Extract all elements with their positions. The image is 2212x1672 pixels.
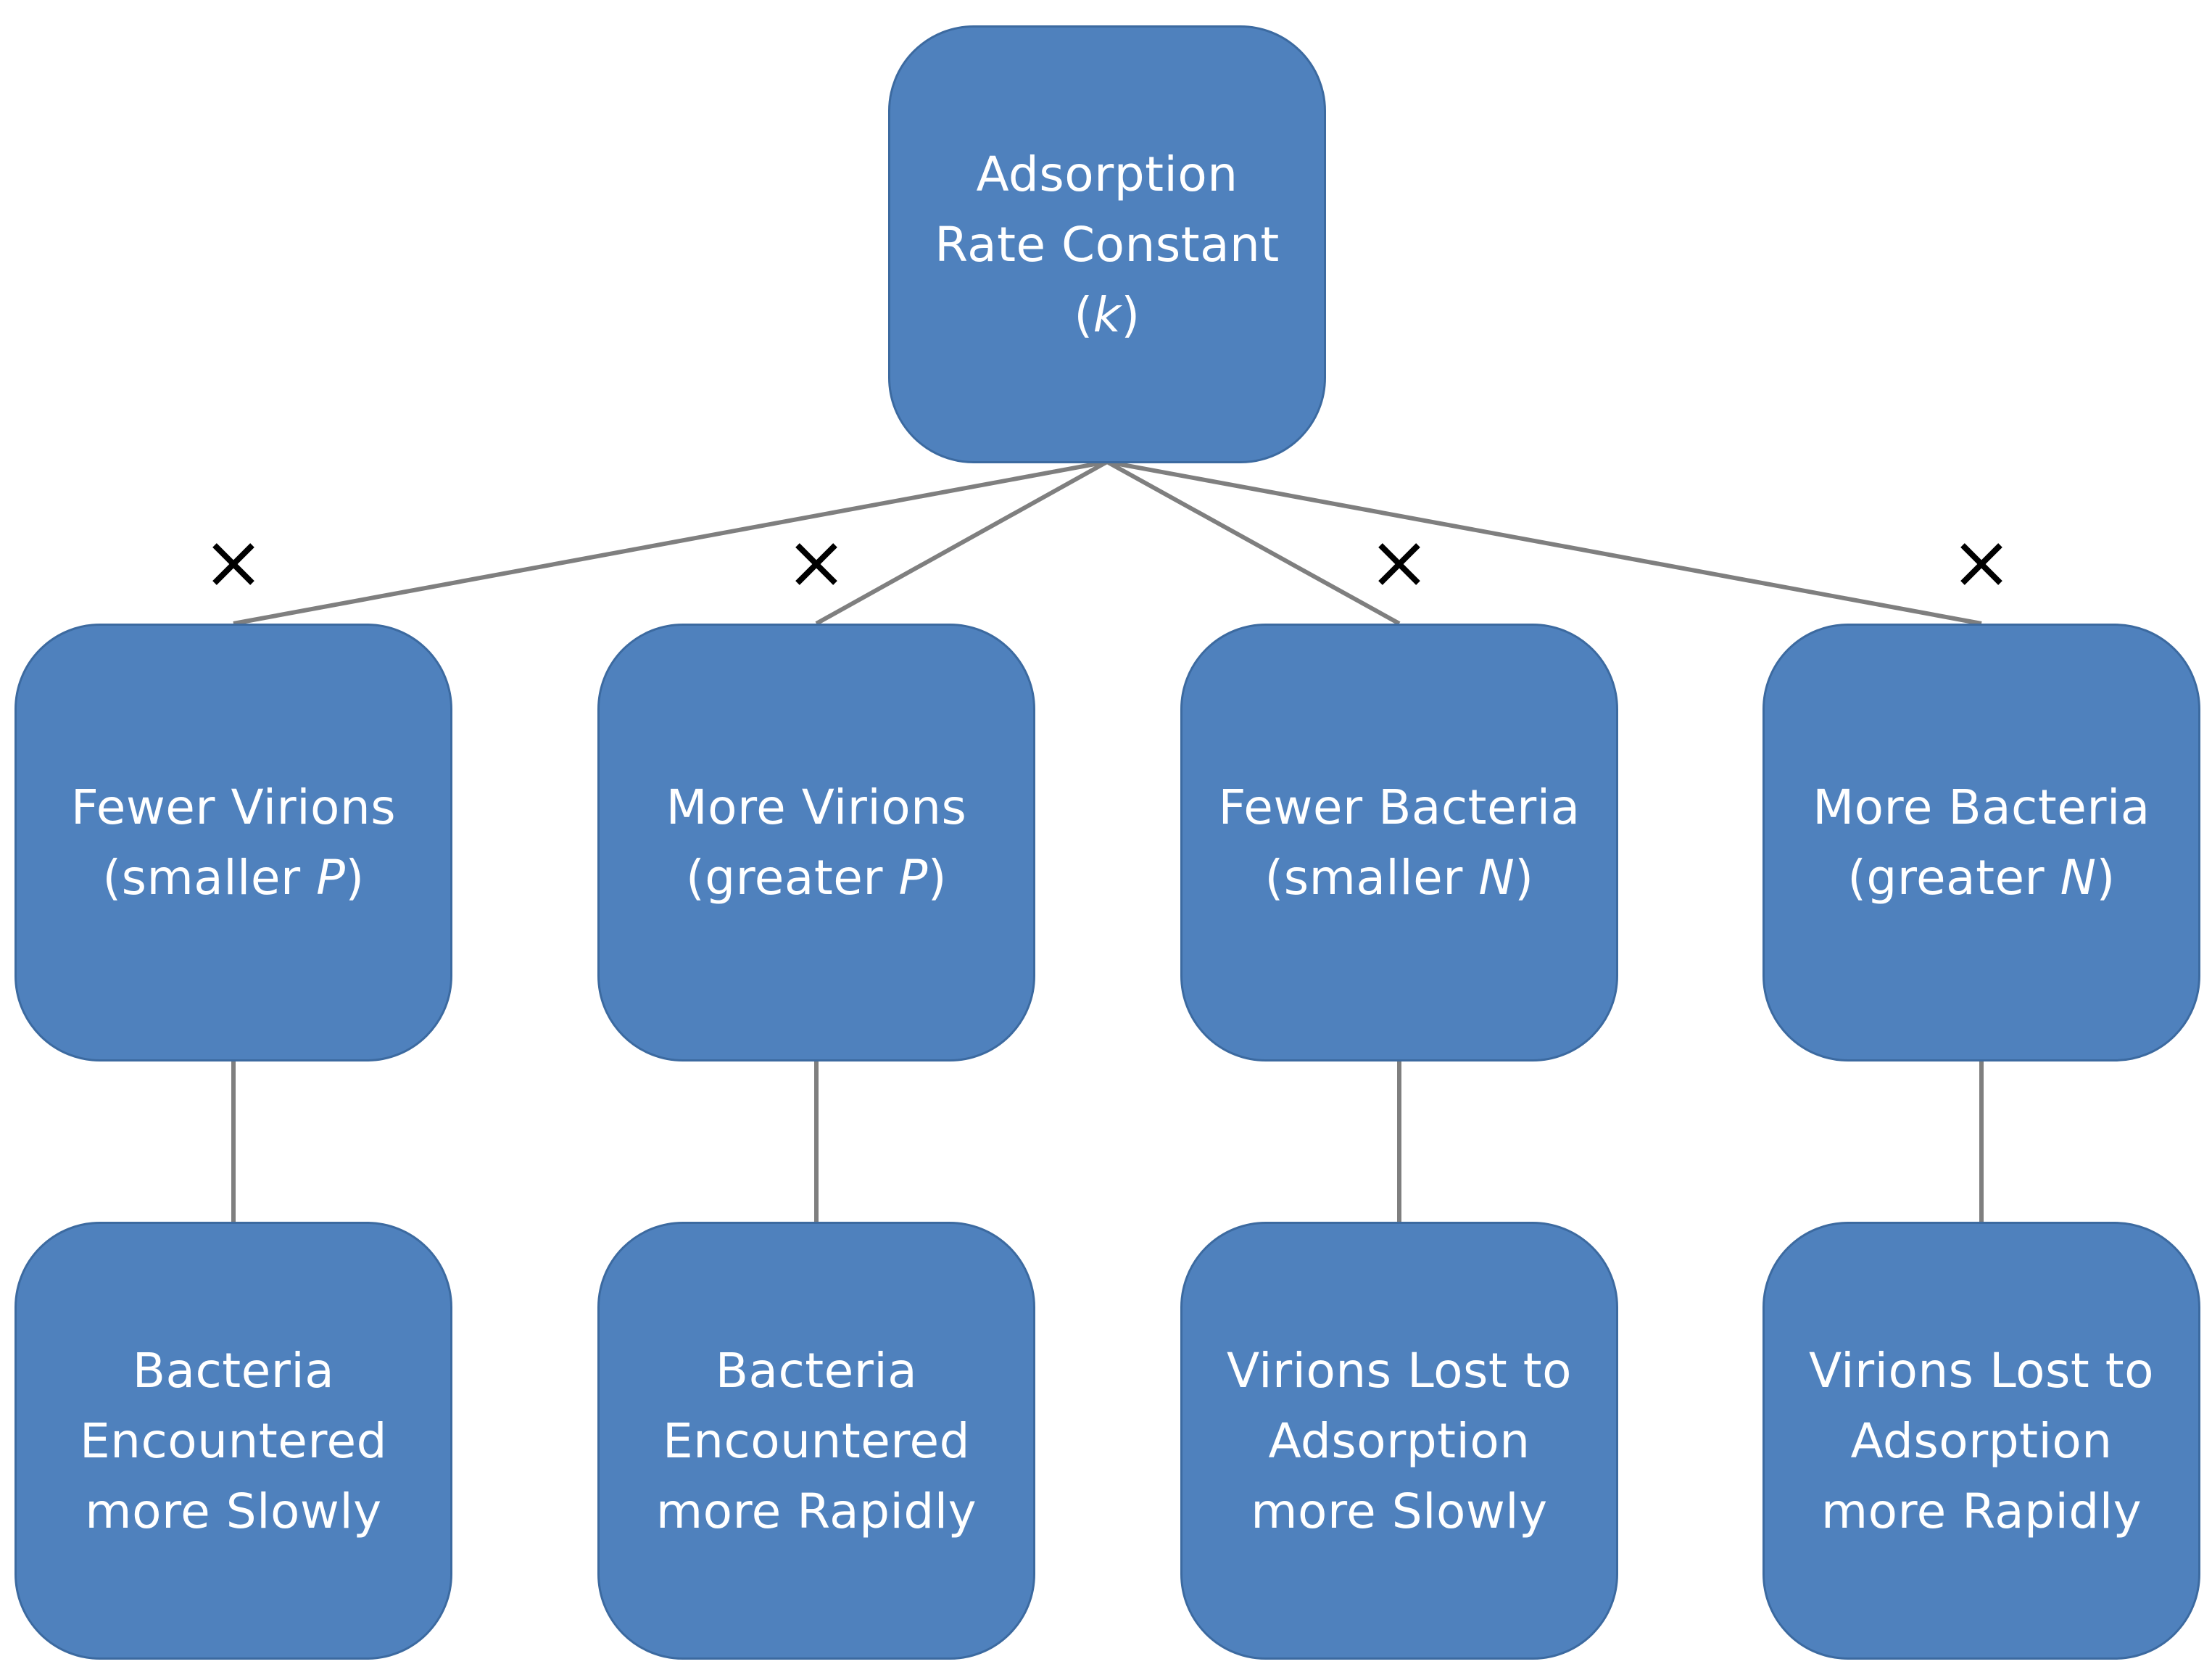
outcome-line-2: Encountered: [662, 1412, 970, 1469]
outcome-line-1: Virions Lost to: [1808, 1342, 2155, 1399]
variable-n: N: [1478, 850, 1515, 906]
condition-line-2: (smaller P): [102, 850, 365, 906]
outcome-node-bacteria-encountered-rapidly: Bacteria Encountered more Rapidly: [597, 1222, 1035, 1660]
root-node-line-3: (k): [1074, 286, 1140, 343]
variable-k: k: [1093, 286, 1122, 343]
outcome-line-3: more Slowly: [1251, 1483, 1548, 1539]
condition-node-more-virions: More Virions (greater P): [597, 624, 1035, 1061]
multiply-icon: [1960, 543, 2002, 585]
root-node-line-2: Rate Constant: [935, 216, 1280, 273]
outcome-line-1: Bacteria: [132, 1342, 335, 1399]
condition-line-2: (greater P): [685, 850, 948, 906]
variable-p: P: [898, 850, 928, 906]
connector-root-to-fewer-bacteria: [1106, 460, 1401, 626]
condition-line-2: (smaller N): [1264, 850, 1534, 906]
condition-node-fewer-bacteria: Fewer Bacteria (smaller N): [1180, 624, 1618, 1061]
condition-node-fewer-virions: Fewer Virions (smaller P): [15, 624, 452, 1061]
multiply-icon: [795, 543, 837, 585]
outcome-line-3: more Slowly: [85, 1483, 382, 1539]
variable-n: N: [2060, 850, 2097, 906]
multiply-icon: [212, 543, 254, 585]
variable-p: P: [316, 850, 346, 906]
condition-line-1: More Bacteria: [1813, 779, 2150, 835]
condition-node-more-bacteria: More Bacteria (greater N): [1762, 624, 2200, 1061]
condition-line-1: Fewer Virions: [70, 779, 397, 835]
condition-line-2: (greater N): [1847, 850, 2116, 906]
outcome-node-virions-lost-slowly: Virions Lost to Adsorption more Slowly: [1180, 1222, 1618, 1660]
multiply-icon: [1378, 543, 1420, 585]
outcome-node-bacteria-encountered-slowly: Bacteria Encountered more Slowly: [15, 1222, 452, 1660]
root-node-adsorption-rate-constant: Adsorption Rate Constant (k): [888, 25, 1326, 463]
outcome-line-1: Virions Lost to: [1226, 1342, 1573, 1399]
outcome-line-2: Adsorption: [1268, 1412, 1530, 1469]
connector-root-to-fewer-virions: [233, 460, 1108, 626]
condition-line-1: Fewer Bacteria: [1218, 779, 1581, 835]
outcome-line-2: Encountered: [79, 1412, 388, 1469]
connector-root-to-more-bacteria: [1106, 460, 1982, 626]
connector-root-to-more-virions: [815, 460, 1109, 626]
outcome-node-virions-lost-rapidly: Virions Lost to Adsorption more Rapidly: [1762, 1222, 2200, 1660]
outcome-line-3: more Rapidly: [655, 1483, 977, 1539]
outcome-line-1: Bacteria: [715, 1342, 918, 1399]
outcome-line-2: Adsorption: [1850, 1412, 2113, 1469]
root-node-line-1: Adsorption: [976, 146, 1238, 202]
outcome-line-3: more Rapidly: [1820, 1483, 2142, 1539]
condition-line-1: More Virions: [666, 779, 967, 835]
